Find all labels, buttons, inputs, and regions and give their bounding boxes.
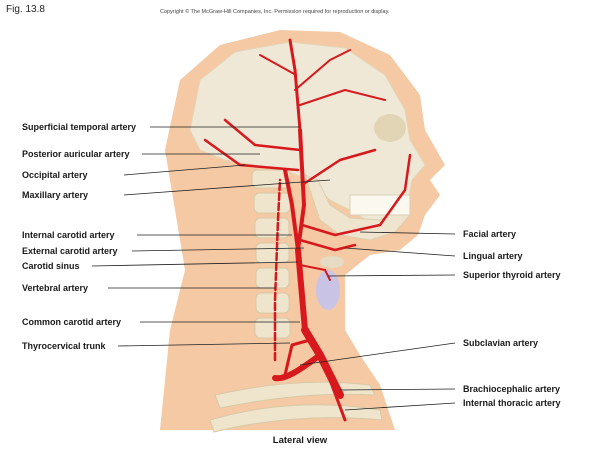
vertebra-c7 [254,317,291,339]
teeth [349,194,411,216]
figure-caption: Lateral view [272,435,328,446]
label-internal-carotid-artery: Internal carotid artery [22,230,115,240]
label-vertebral-artery: Vertebral artery [22,283,89,293]
internal-carotid-artery [283,168,300,252]
leader-external-carotid [131,247,305,252]
superior-thyroid-artery [299,264,331,281]
vertebra-c5 [255,267,290,289]
orbit [374,114,406,142]
leader-facial [359,231,456,235]
vertebra-c4 [255,242,290,264]
leader-thyrocervical [117,342,291,347]
vertebral-artery [273,178,282,362]
superficial-temporal-artery [288,38,302,132]
maxillary-artery [300,148,377,187]
leader-carotid-sinus [91,261,299,267]
vertebra-c2 [253,192,291,214]
leader-superior-thyroid [327,274,456,277]
leader-lines [91,126,456,411]
hyoid-cartilage [320,256,344,268]
occipital-artery [203,138,300,172]
label-facial-artery: Facial artery [463,229,517,239]
label-carotid-sinus: Carotid sinus [22,261,80,271]
label-superior-thyroid-artery: Superior thyroid artery [463,270,561,280]
vertebra-c3 [254,217,290,239]
external-carotid-artery [296,128,306,252]
leader-internal-thoracic [344,402,456,411]
label-external-carotid-artery: External carotid artery [22,246,118,256]
temporal-branch-b [259,54,297,76]
label-maxillary-artery: Maxillary artery [22,190,89,200]
label-superficial-temporal-artery: Superficial temporal artery [22,122,137,132]
first-rib [209,404,383,433]
common-carotid-artery [295,247,308,333]
subclavian-artery [272,352,323,382]
arteries [203,38,412,422]
leader-occipital [123,164,246,176]
vertebra-c6 [255,292,290,314]
label-posterior-auricular-artery: Posterior auricular artery [22,149,130,159]
posterior-auricular-artery [223,118,302,152]
lingual-artery [298,238,357,252]
label-common-carotid-artery: Common carotid artery [22,317,122,327]
leader-maxillary [123,179,331,196]
facial-artery [300,153,412,237]
copyright-notice: Copyright © The McGraw-Hill Companies, I… [160,9,390,15]
label-internal-thoracic-artery: Internal thoracic artery [463,398,561,408]
thyrocervical-trunk [283,338,312,377]
label-thyrocervical-trunk: Thyrocervical trunk [22,341,106,351]
label-lingual-artery: Lingual artery [463,251,523,261]
leader-brachiocephalic [339,388,456,391]
label-subclavian-artery: Subclavian artery [463,338,539,348]
label-brachiocephalic-artery: Brachiocephalic artery [463,384,561,394]
thyroid-gland [316,270,340,310]
leader-lingual [344,247,456,257]
leader-subclavian [299,342,456,366]
temporal-branch-c [299,89,386,106]
internal-thoracic-artery [328,378,347,422]
label-occipital-artery: Occipital artery [22,170,88,180]
figure-number: Fig. 13.8 [6,4,45,15]
temporal-branch-a [294,49,351,91]
